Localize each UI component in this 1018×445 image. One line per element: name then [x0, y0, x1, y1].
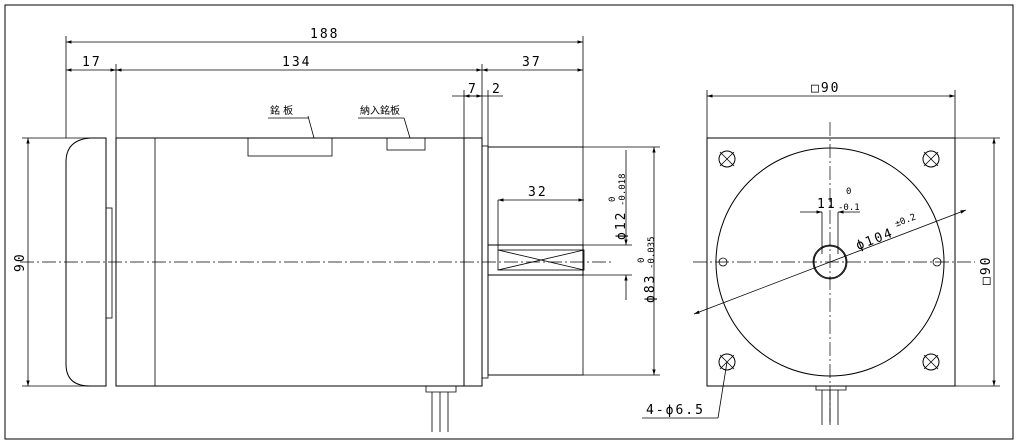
mounting-hole-br [922, 353, 940, 371]
dim-shaft-tol-upper: 0 [608, 197, 618, 202]
dim-shaft-extension: 37 [522, 55, 542, 70]
dim-key-width: 11 [817, 197, 837, 212]
dim-height: 90 [13, 252, 28, 272]
mounting-hole-tl [718, 150, 736, 168]
dim-key-tol-upper: 0 [846, 187, 851, 197]
cover-boss [105, 207, 113, 319]
output-shaft [487, 244, 584, 276]
dim-flange-square-top: □90 [811, 81, 840, 96]
dim-bolt-circle: ϕ104 [854, 226, 896, 254]
dim-pilot-diameter: ϕ83 [643, 274, 658, 303]
dim-pilot-tol-lower: -0.035 [647, 236, 657, 269]
front-view: □90 □90 11 -0.1 0 ϕ104 ±0.2 4-ϕ6.5 [642, 81, 1000, 425]
dim-pilot-tol-upper: 0 [637, 258, 647, 263]
dim-shaft-diameter: ϕ12 [614, 211, 629, 240]
delivery-nameplate [386, 137, 426, 151]
dim-key-tol-lower: -0.1 [838, 203, 860, 213]
dim-body-length: 134 [282, 55, 311, 70]
key [497, 249, 585, 271]
dim-mounting-holes: 4-ϕ6.5 [646, 403, 705, 418]
lead-wires [425, 386, 457, 432]
nameplate [247, 137, 333, 157]
dim-shaft-tol-lower: -0.018 [618, 173, 628, 206]
mounting-hole-tr [922, 150, 940, 168]
dim-bolt-circle-tol: ±0.2 [894, 212, 918, 229]
dim-overall-length: 188 [310, 27, 339, 42]
label-delivery-nameplate: 納入銘板 [360, 104, 400, 117]
dim-key-length: 32 [528, 185, 548, 200]
dim-pilot-length: 2 [492, 82, 502, 97]
dim-flange-square-right: □90 [979, 256, 994, 285]
dim-flange-thickness: 7 [468, 82, 478, 97]
label-nameplate: 銘 板 [270, 104, 293, 117]
dim-cover-length: 17 [82, 55, 102, 70]
side-view: 188 17 134 37 7 2 32 ϕ12 -0.018 0 ϕ83 [13, 27, 660, 432]
drawing-frame [4, 4, 1014, 440]
